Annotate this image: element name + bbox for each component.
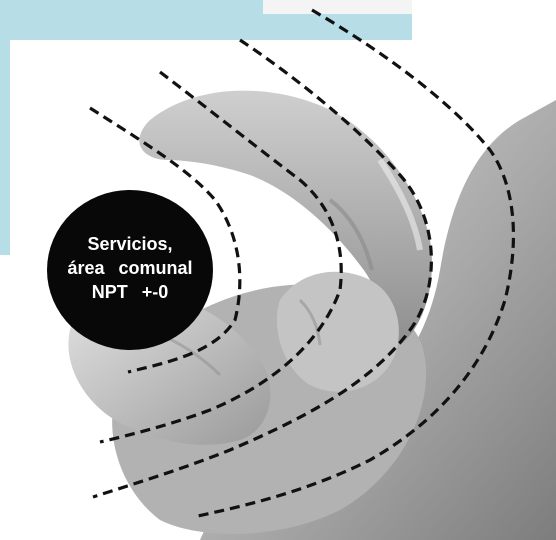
label-text: Servicios, área comunal NPT +-0 — [67, 232, 192, 304]
label-disc: Servicios, área comunal NPT +-0 — [47, 190, 213, 350]
label-line-3: NPT +-0 — [92, 282, 169, 302]
label-line-1: Servicios, — [87, 234, 172, 254]
label-line-2: área comunal — [67, 258, 192, 278]
